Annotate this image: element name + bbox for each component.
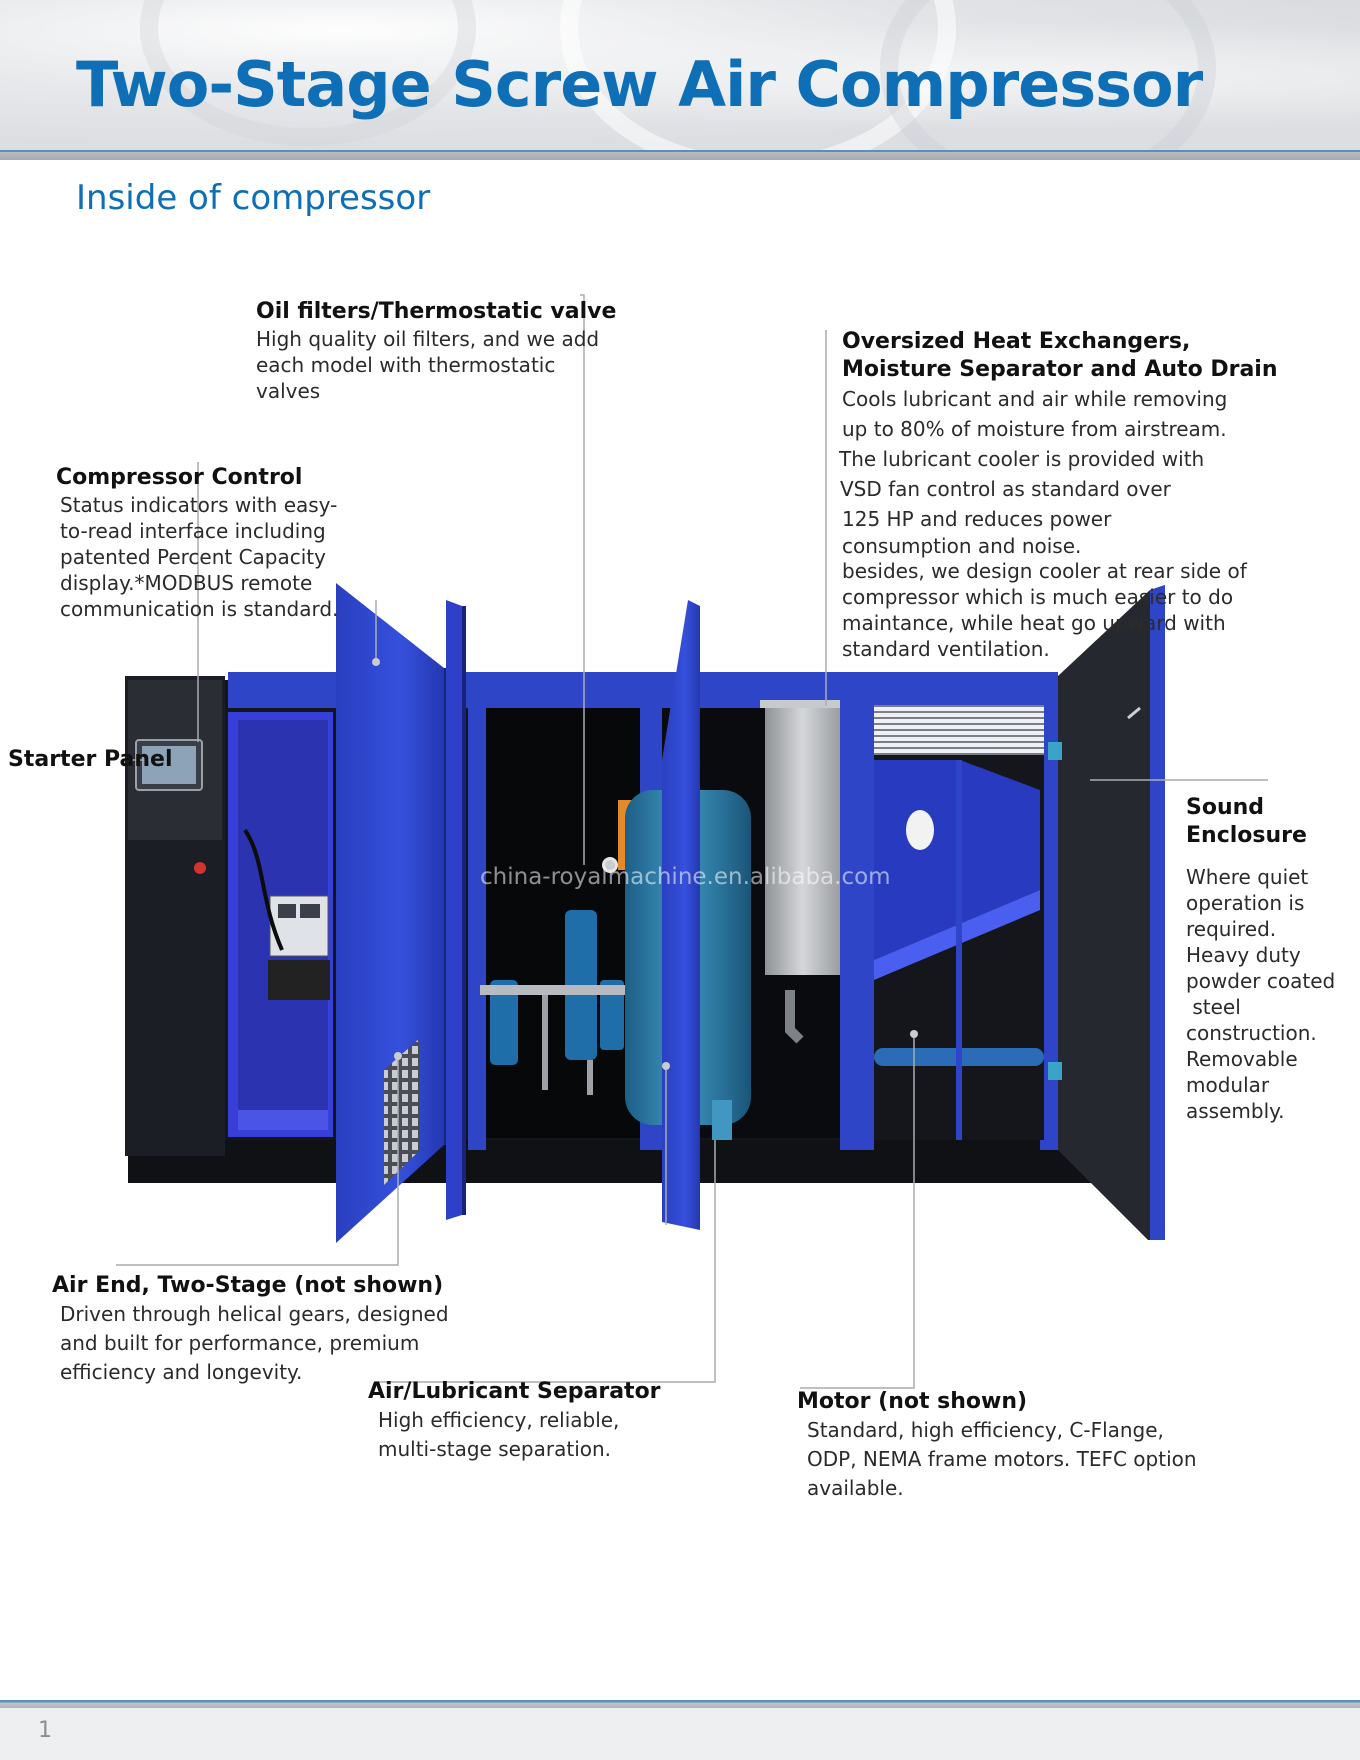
callout-heading: Moisture Separator and Auto Drain — [842, 357, 1278, 382]
callout-line: modular — [1186, 1073, 1270, 1097]
callout-line: besides, we design cooler at rear side o… — [842, 559, 1247, 583]
callout-body: Driven through helical gears, designed a… — [52, 1300, 449, 1387]
callout-line: multi-stage separation. — [378, 1437, 612, 1461]
callout-air-end: Air End, Two-Stage (not shown) Driven th… — [52, 1272, 449, 1387]
callout-line: Cools lubricant and air while removing — [842, 387, 1228, 411]
leader-separator — [375, 1140, 716, 1383]
callout-line: up to 80% of moisture from airstream. — [842, 417, 1227, 441]
callout-heading: Oil filters/Thermostatic valve — [256, 299, 617, 324]
callout-line: each model with thermostatic — [256, 353, 556, 377]
callout-line: efficiency and longevity. — [60, 1360, 303, 1384]
callout-heading: Air End, Two-Stage (not shown) — [52, 1273, 444, 1298]
oil-filter — [490, 980, 518, 1065]
callout-compressor-control: Compressor Control Status indicators wit… — [56, 464, 338, 622]
callout-line: steel — [1186, 995, 1241, 1019]
page-number: 1 — [38, 1718, 52, 1743]
callout-line: Heavy duty — [1186, 943, 1301, 967]
callout-line: High efficiency, reliable, — [378, 1408, 620, 1432]
page-footer — [0, 1708, 1360, 1760]
page-header — [0, 0, 1360, 150]
central-compartment — [486, 708, 640, 1138]
callout-line: ODP, NEMA frame motors. TEFC option — [807, 1447, 1197, 1471]
callout-leaders — [116, 294, 1268, 1389]
callout-line: assembly. — [1186, 1099, 1285, 1123]
callout-heading: Enclosure — [1186, 823, 1307, 848]
callout-line: High quality oil filters, and we add — [256, 327, 600, 351]
watermark-text: china-royalmachine.en.alibaba.com — [480, 864, 891, 890]
callout-body: Cools lubricant and air while removing u… — [839, 384, 1278, 662]
callout-line: valves — [256, 379, 321, 403]
enclosure-door-2 — [446, 600, 462, 1220]
callout-line: Driven through helical gears, designed — [60, 1302, 449, 1326]
callout-line: compressor which is much easier to do — [842, 585, 1234, 609]
callout-starter-panel: Starter Panel — [8, 746, 173, 774]
callout-body: Standard, high efficiency, C-Flange, ODP… — [797, 1416, 1197, 1503]
callout-oil-filters: Oil filters/Thermostatic valve High qual… — [256, 298, 616, 404]
callout-heading: Oversized Heat Exchangers, — [842, 329, 1191, 354]
callout-body: Status indicators with easy- to-read int… — [56, 492, 338, 622]
callout-heading: Starter Panel — [8, 747, 173, 772]
callout-line: required. — [1186, 917, 1277, 941]
callout-line: standard ventilation. — [842, 637, 1050, 661]
callout-line: display.*MODBUS remote — [60, 571, 313, 595]
callout-line: maintance, while heat go upward with — [842, 611, 1226, 635]
heat-exchanger — [765, 705, 840, 975]
callout-line: Standard, high efficiency, C-Flange, — [807, 1418, 1164, 1442]
callout-line: consumption and noise. — [842, 534, 1082, 558]
callout-line: The lubricant cooler is provided with — [839, 447, 1205, 471]
page-title: Two-Stage Screw Air Compressor — [76, 48, 1203, 121]
header-divider — [0, 150, 1360, 160]
callout-body: High efficiency, reliable, multi-stage s… — [368, 1406, 661, 1464]
enclosure-door-3 — [662, 600, 700, 1230]
callout-line: to-read interface including — [60, 519, 326, 543]
callout-body: Where quiet operation is required. Heavy… — [1186, 864, 1335, 1124]
fan-icon — [906, 810, 934, 850]
callout-line: available. — [807, 1476, 904, 1500]
callout-heat-exchangers: Oversized Heat Exchangers, Moisture Sepa… — [839, 328, 1278, 662]
callout-line: operation is — [1186, 891, 1305, 915]
callout-line: 125 HP and reduces power — [842, 507, 1112, 531]
callout-line: communication is standard. — [60, 597, 339, 621]
callout-line: patented Percent Capacity — [60, 545, 326, 569]
callout-line: Status indicators with easy- — [60, 493, 338, 517]
callout-line: Where quiet — [1186, 865, 1309, 889]
leader-dots — [372, 658, 918, 1070]
callout-sound-enclosure: Sound Enclosure Where quiet operation is… — [1186, 794, 1335, 1124]
callout-motor: Motor (not shown) Standard, high efficie… — [797, 1388, 1197, 1503]
leader-oil-filters — [580, 294, 585, 865]
callout-heading: Compressor Control — [56, 465, 303, 490]
section-subtitle: Inside of compressor — [76, 178, 431, 218]
footer-divider — [0, 1700, 1360, 1708]
sound-enclosure-door — [1058, 585, 1165, 1240]
callout-separator: Air/Lubricant Separator High efficiency,… — [368, 1378, 661, 1464]
callout-heading: Sound — [1186, 795, 1265, 820]
callout-line: construction. — [1186, 1021, 1317, 1045]
callout-heading: Air/Lubricant Separator — [368, 1379, 661, 1404]
callout-line: and built for performance, premium — [60, 1331, 420, 1355]
leader-motor — [800, 1034, 915, 1389]
callout-heading: Motor (not shown) — [797, 1389, 1028, 1414]
callout-line: Removable — [1186, 1047, 1298, 1071]
callout-line: VSD fan control as standard over — [840, 477, 1171, 501]
leader-air-end — [116, 1056, 399, 1266]
callout-body: High quality oil filters, and we add eac… — [256, 326, 616, 404]
callout-line: powder coated — [1186, 969, 1336, 993]
